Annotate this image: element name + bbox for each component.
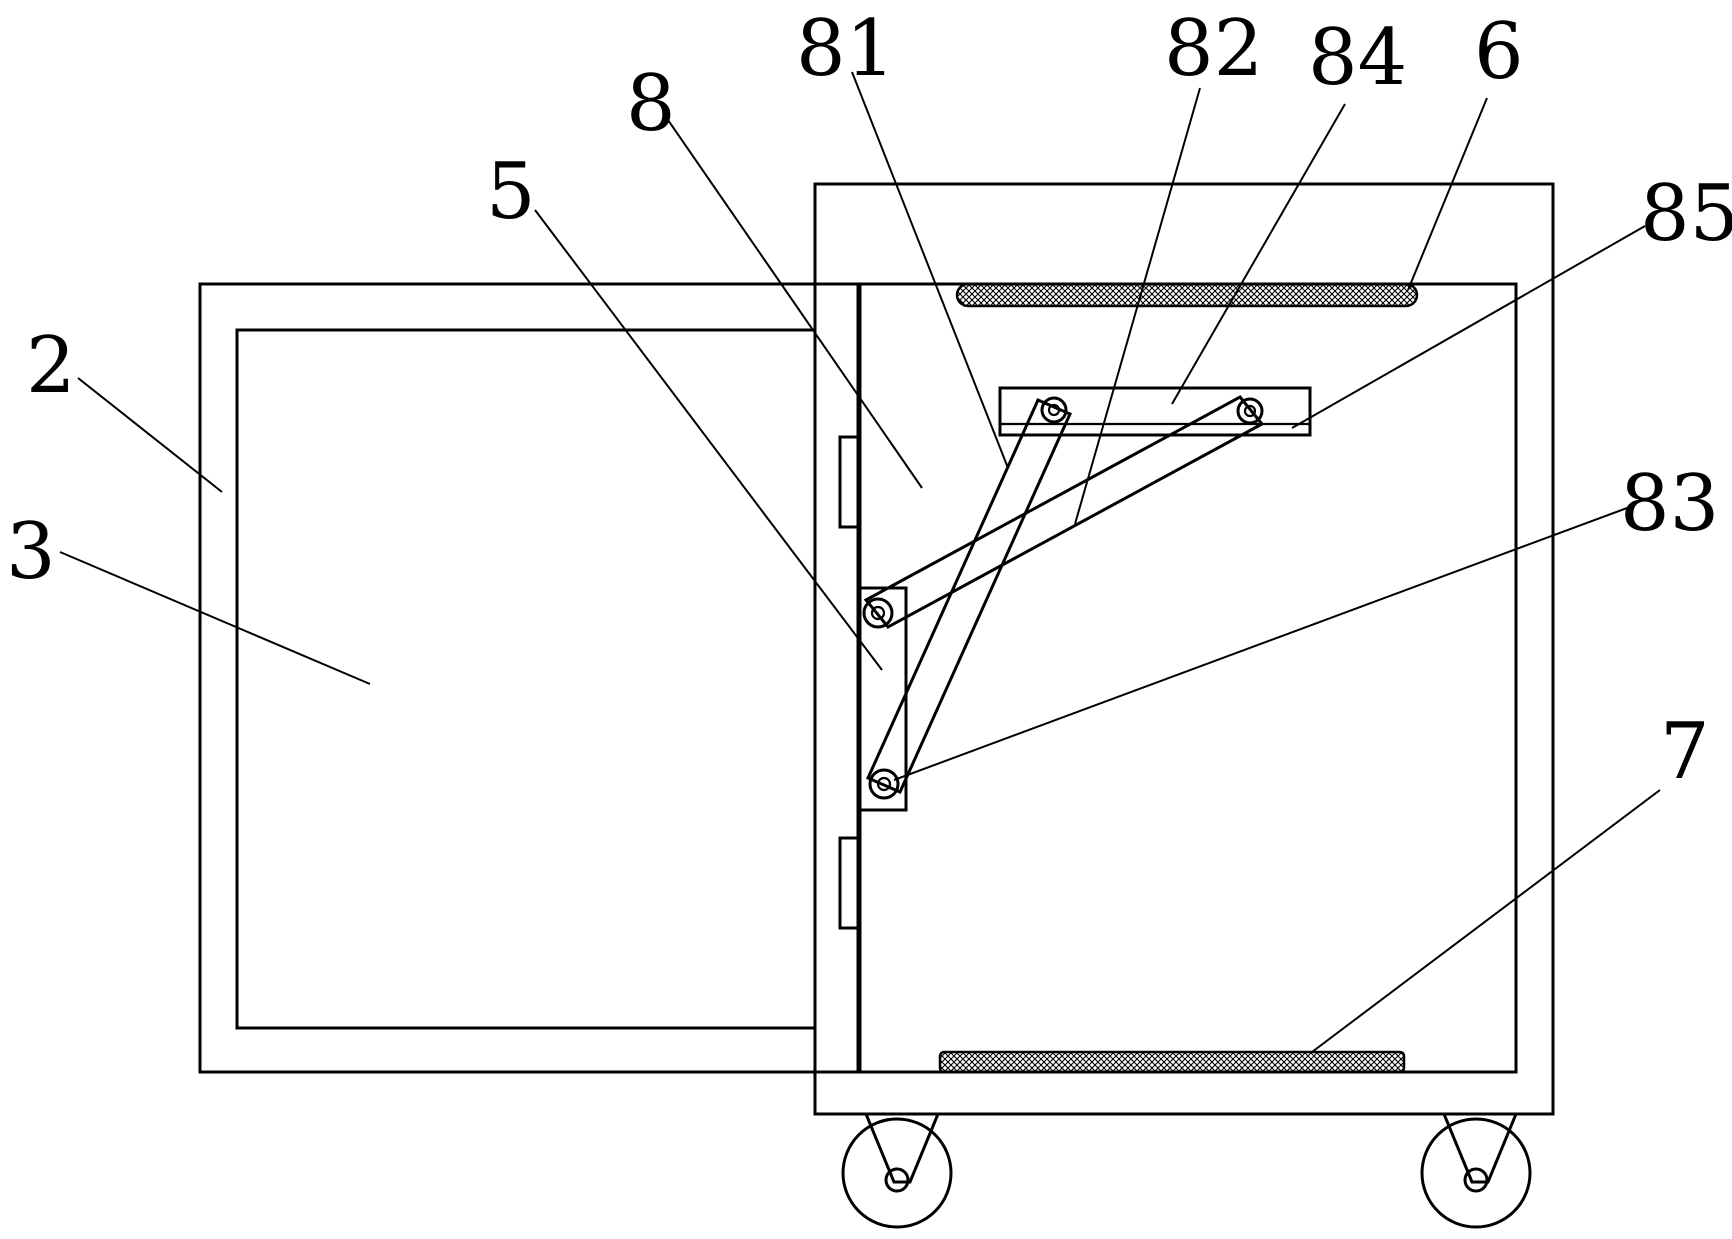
leader-81 (851, 71, 1009, 469)
link-arm-81 (866, 398, 1072, 794)
leader-85 (1291, 225, 1646, 429)
label-83: 83 (1620, 459, 1719, 549)
pivot-bottom-83-pin (876, 776, 892, 792)
label-84: 84 (1308, 13, 1407, 103)
link-arm-82 (863, 395, 1265, 629)
caster-right (1420, 1112, 1532, 1229)
pivot-bottom-83 (868, 768, 900, 800)
top-mesh-strip (955, 282, 1419, 308)
label-6: 6 (1474, 7, 1524, 97)
pivot-middle (862, 597, 894, 629)
hinge-lower (838, 836, 860, 930)
leader-83 (893, 507, 1628, 781)
pivot-top-right (1236, 397, 1264, 425)
leader-5 (534, 209, 883, 671)
mounting-plate (856, 586, 908, 812)
pivot-top-left-pin (1047, 403, 1061, 417)
pivot-top-left (1040, 396, 1068, 424)
leader-8 (667, 119, 923, 489)
leader-82 (1074, 87, 1201, 525)
label-8: 8 (626, 59, 676, 149)
leader-2 (77, 377, 223, 493)
door-inner-panel (235, 328, 817, 1030)
label-81: 81 (796, 4, 895, 94)
pivot-top-right-pin (1243, 404, 1257, 418)
label-85: 85 (1640, 169, 1732, 259)
label-5: 5 (486, 147, 536, 237)
leader-3 (59, 551, 371, 685)
cabinet-outer-casing (813, 182, 1555, 1116)
label-2: 2 (26, 321, 76, 411)
hinge-upper (838, 435, 860, 529)
bottom-mesh-strip (938, 1050, 1406, 1074)
cabinet-inner-cavity (856, 282, 1518, 1074)
label-3: 3 (6, 507, 56, 597)
leader-6 (1407, 97, 1488, 291)
leader-84 (1171, 103, 1346, 405)
leader-7 (1311, 789, 1661, 1053)
label-7: 7 (1660, 707, 1710, 797)
top-slide-rail (998, 386, 1312, 437)
label-82: 82 (1164, 4, 1263, 94)
pivot-middle-pin (870, 605, 886, 621)
caster-left (841, 1112, 953, 1229)
door-outer-frame (198, 282, 862, 1074)
